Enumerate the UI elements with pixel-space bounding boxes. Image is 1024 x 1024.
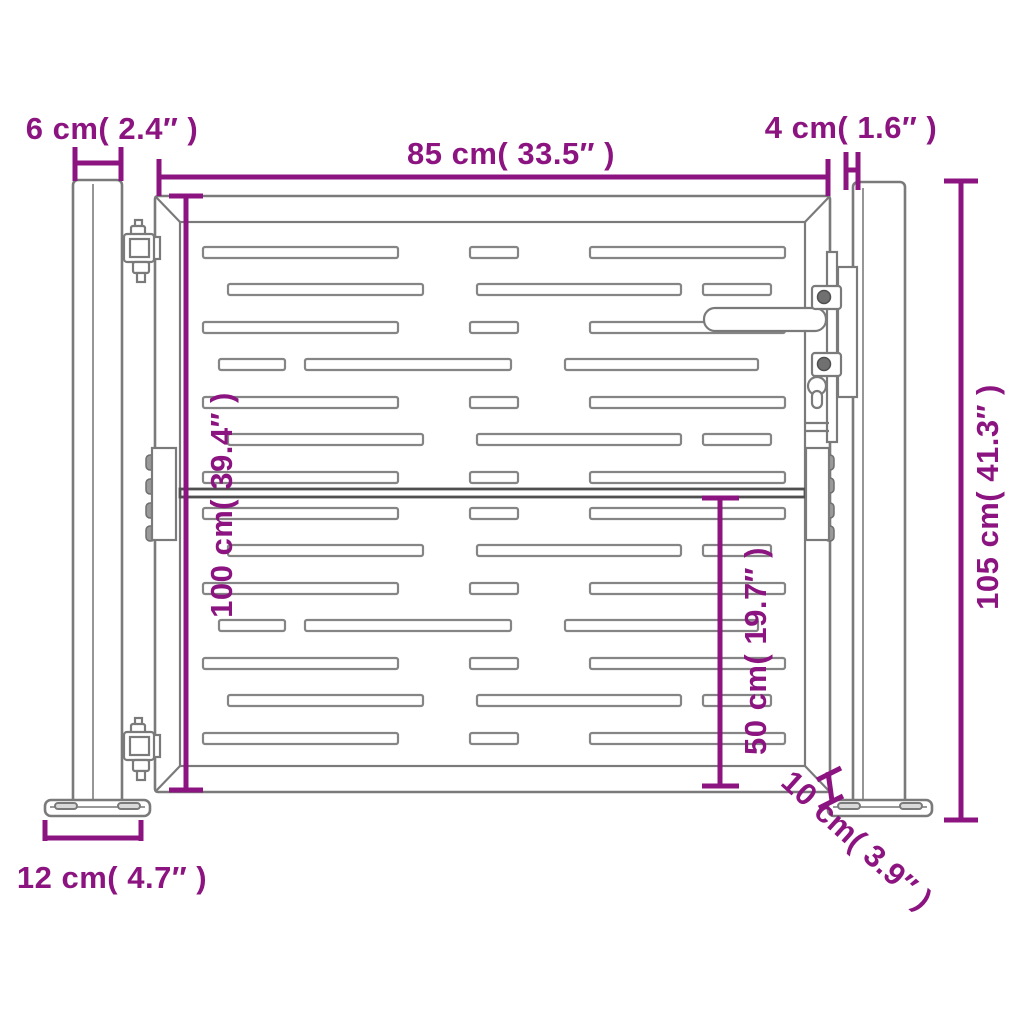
latch-assembly — [702, 250, 859, 542]
gate-slot — [226, 543, 425, 558]
gate-slot — [217, 618, 287, 633]
dim-gate-height-label: 100 cm( 39.4″ ) — [204, 392, 239, 618]
gate-slot — [563, 618, 760, 633]
gate-slot — [303, 618, 513, 633]
latch-bracket-bottom — [810, 351, 843, 378]
dim-lower-half-label: 50 cm( 19.7″ ) — [738, 547, 773, 755]
gate-slot — [475, 693, 683, 708]
lock-knuckle-plate — [804, 446, 835, 542]
gate-slot — [201, 320, 400, 335]
dim-base-plate-length: 12 cm( 4.7″ ) — [17, 820, 207, 895]
gate-slot — [563, 357, 760, 372]
gate-slot — [201, 395, 400, 410]
gate-slot — [588, 395, 787, 410]
handle-lever — [702, 306, 828, 333]
gate-slot — [475, 543, 683, 558]
latch-plate — [836, 265, 859, 399]
keyhole — [806, 375, 828, 410]
latch-bracket-top — [810, 284, 843, 311]
dim-post-width-label: 6 cm( 2.4″ ) — [26, 111, 198, 146]
dim-gate-height: 100 cm( 39.4″ ) — [169, 193, 239, 793]
dim-base-plate-length-label: 12 cm( 4.7″ ) — [17, 860, 207, 895]
gate-slot — [588, 581, 787, 596]
right-post — [851, 180, 907, 806]
gate-slot — [588, 731, 787, 746]
gate-slot — [201, 506, 400, 521]
gate-slot — [468, 581, 520, 596]
gate-slot — [588, 656, 787, 671]
gate-slot — [588, 245, 787, 260]
gate-slot — [701, 432, 773, 447]
gate-slot — [201, 731, 400, 746]
gate-slot — [201, 656, 400, 671]
gate-slot — [475, 282, 683, 297]
gate-slot — [588, 506, 787, 521]
gate-slot — [226, 282, 425, 297]
right-base-plate — [826, 798, 934, 818]
dim-gate-width: 85 cm( 33.5″ ) — [156, 136, 831, 196]
gate-slot — [201, 470, 400, 485]
dim-total-height-label: 105 cm( 41.3″ ) — [970, 384, 1005, 610]
dim-post-depth-label: 4 cm( 1.6″ ) — [765, 110, 937, 145]
dim-post-depth: 4 cm( 1.6″ ) — [765, 110, 937, 190]
gate-slot — [226, 432, 425, 447]
gate-slot — [701, 282, 773, 297]
left-base-plate — [43, 798, 152, 818]
gate-slot — [468, 245, 520, 260]
dim-gate-width-label: 85 cm( 33.5″ ) — [407, 136, 615, 171]
dim-post-width: 6 cm( 2.4″ ) — [26, 111, 198, 181]
dim-lower-half-height: 50 cm( 19.7″ ) — [702, 495, 773, 789]
gate-slot — [588, 470, 787, 485]
gate-slot — [468, 470, 520, 485]
gate-slot — [468, 320, 520, 335]
gate-slot — [303, 357, 513, 372]
gate-slot — [475, 432, 683, 447]
dim-total-height: 105 cm( 41.3″ ) — [944, 178, 1005, 823]
gate-slats — [201, 245, 787, 746]
left-post — [71, 178, 124, 806]
gate-slot — [468, 395, 520, 410]
gate-slot — [201, 581, 400, 596]
gate-slot — [226, 693, 425, 708]
bottom-hinge — [122, 716, 162, 782]
middle-hinge-plate — [145, 446, 178, 542]
top-hinge — [122, 218, 162, 284]
gate-slot — [468, 506, 520, 521]
latch-rod — [825, 250, 839, 444]
gate-slot — [201, 245, 400, 260]
gate-slot — [468, 656, 520, 671]
gate-slot — [468, 731, 520, 746]
gate-slot — [217, 357, 287, 372]
